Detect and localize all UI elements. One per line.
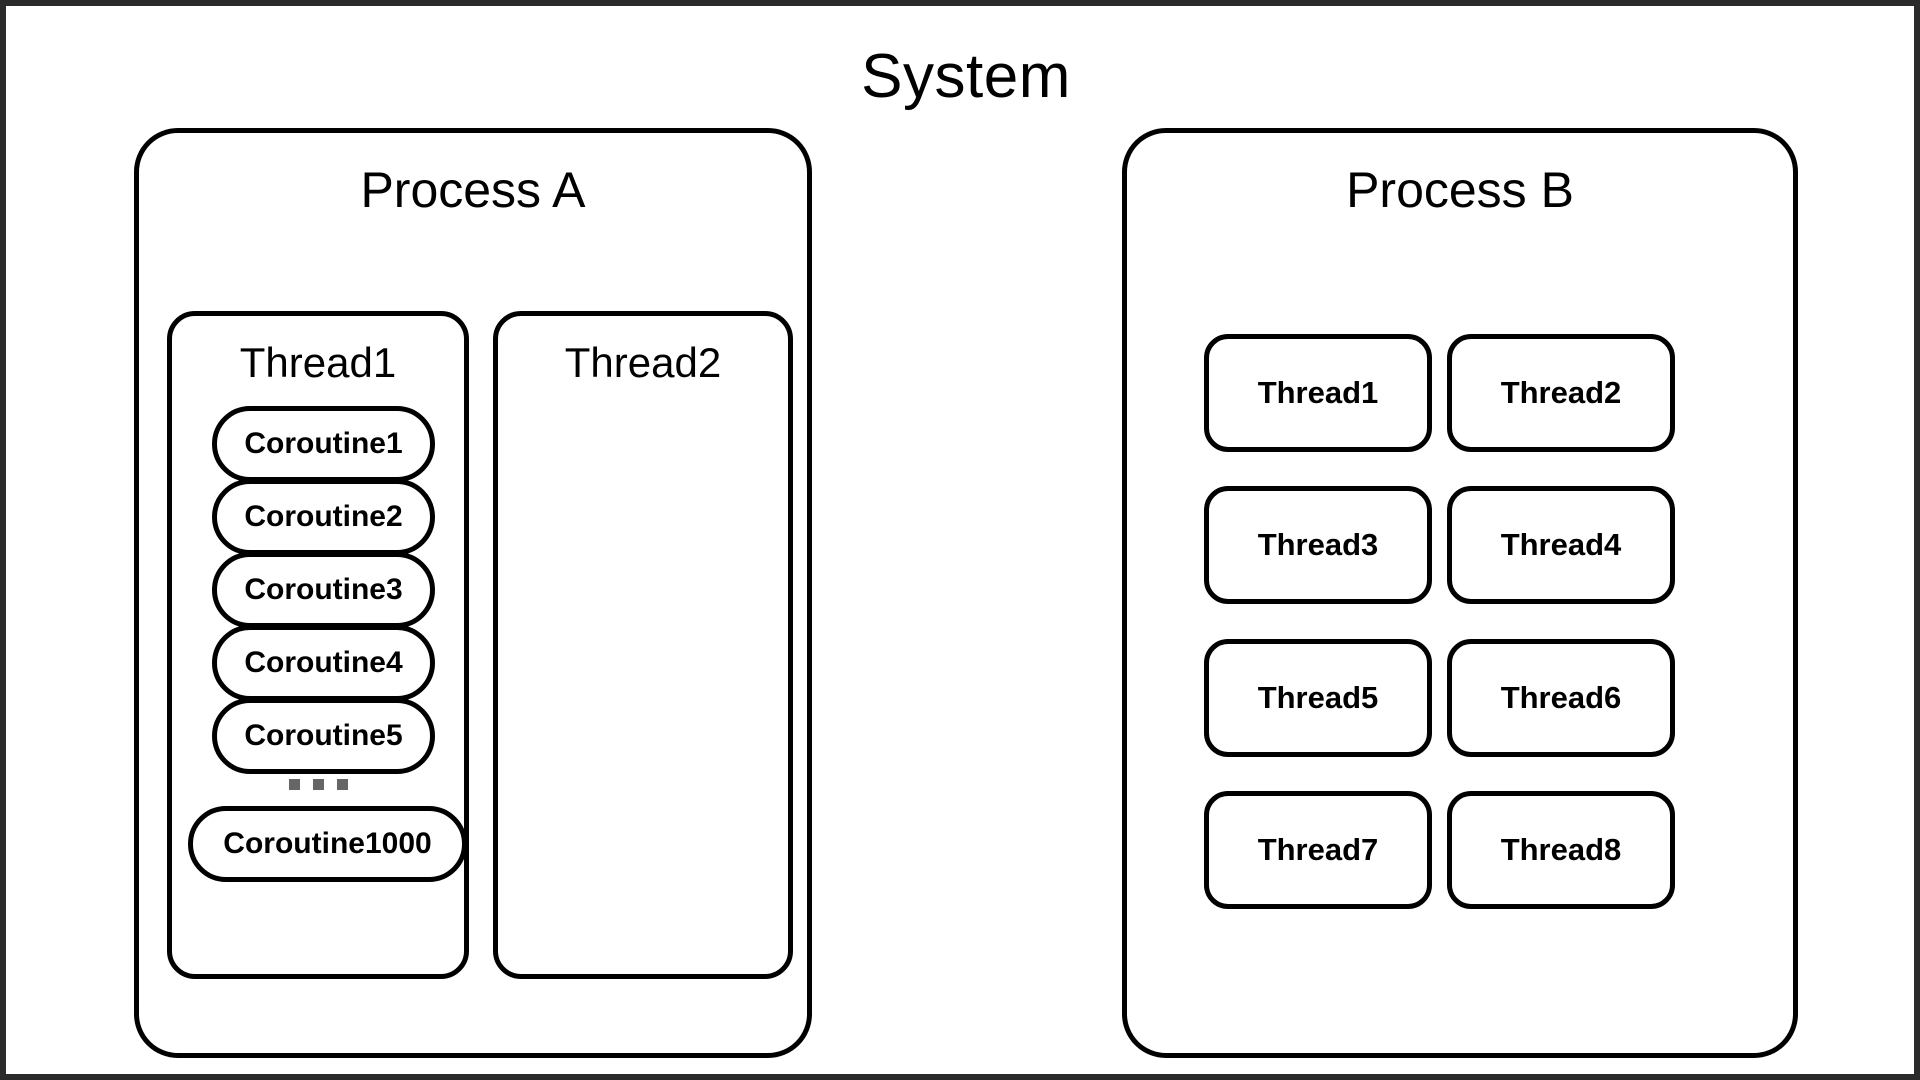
- coroutine-pill[interactable]: Coroutine5: [212, 698, 435, 774]
- coroutine-pill[interactable]: Coroutine4: [212, 625, 435, 701]
- process-b-container: Process B Thread1 Thread2 Thread3 Thread…: [1122, 128, 1798, 1058]
- process-b-thread-box[interactable]: Thread3: [1204, 486, 1432, 604]
- process-b-thread-box[interactable]: Thread8: [1447, 791, 1675, 909]
- process-b-thread-box[interactable]: Thread2: [1447, 334, 1675, 452]
- process-b-thread-box[interactable]: Thread7: [1204, 791, 1432, 909]
- coroutine-pill[interactable]: Coroutine1: [212, 406, 435, 482]
- coroutine-ellipsis: [172, 779, 464, 790]
- thread2-label: Thread2: [564, 339, 722, 386]
- ellipsis-dot: [336, 779, 348, 790]
- process-a-container: Process A Thread1 Coroutine1 Coroutine2 …: [134, 128, 812, 1058]
- process-b-thread-box[interactable]: Thread1: [1204, 334, 1432, 452]
- thread2-container: Thread2: [493, 311, 793, 979]
- process-b-thread-box[interactable]: Thread5: [1204, 639, 1432, 757]
- coroutine-pill[interactable]: Coroutine3: [212, 552, 435, 628]
- process-b-thread-box[interactable]: Thread4: [1447, 486, 1675, 604]
- ellipsis-dot: [312, 779, 324, 790]
- thread1-container: Thread1 Coroutine1 Coroutine2 Coroutine3…: [167, 311, 469, 979]
- thread1-label: Thread1: [239, 339, 397, 386]
- ellipsis-dot: [288, 779, 300, 790]
- process-b-title: Process B: [1346, 162, 1574, 218]
- system-title: System: [861, 42, 1071, 111]
- coroutine-pill-1000[interactable]: Coroutine1000: [188, 806, 467, 882]
- process-a-title: Process A: [360, 162, 586, 218]
- process-b-thread-box[interactable]: Thread6: [1447, 639, 1675, 757]
- coroutine-pill[interactable]: Coroutine2: [212, 479, 435, 555]
